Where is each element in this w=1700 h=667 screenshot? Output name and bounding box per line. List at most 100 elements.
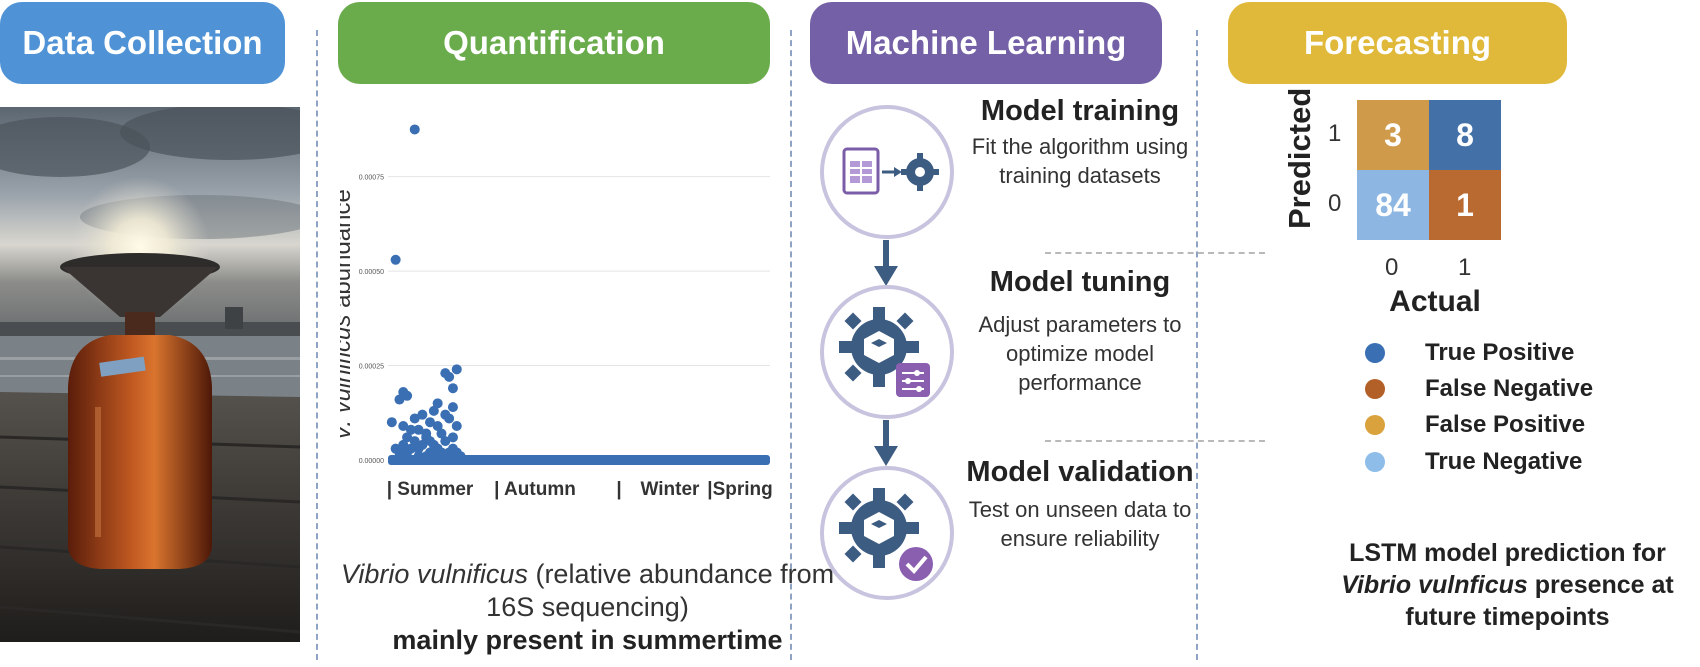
y-tick-label: 0.00075 xyxy=(359,175,384,182)
forecast-caption-rest: presence at future timepoints xyxy=(1405,571,1674,631)
data-point xyxy=(409,436,420,447)
data-point xyxy=(447,402,458,413)
header-quantification: Quantification xyxy=(338,2,770,84)
tuning-step-circle xyxy=(820,285,954,419)
confusion-matrix-ylabel: Predicted xyxy=(1282,87,1317,229)
y-axis-label-species: V. vulnificus xyxy=(340,315,356,441)
col-tick-1: 1 xyxy=(1458,254,1472,281)
legend-true-negative: True Negative xyxy=(1365,446,1582,478)
ml-divider-2 xyxy=(1045,440,1265,442)
data-point xyxy=(444,413,455,424)
ml-divider-1 xyxy=(1045,252,1265,254)
confusion-matrix-xlabel: Actual xyxy=(1389,285,1481,318)
data-point xyxy=(432,421,443,431)
cm-cell-true-negative: 84 xyxy=(1357,170,1429,240)
header-machine-learning: Machine Learning xyxy=(810,2,1162,84)
legend-label: True Positive xyxy=(1425,339,1575,366)
season-label: | Autumn xyxy=(494,479,576,500)
legend-label: False Positive xyxy=(1425,411,1586,438)
header-label: Machine Learning xyxy=(845,24,1127,61)
header-forecasting: Forecasting xyxy=(1228,2,1567,84)
data-point xyxy=(386,417,397,428)
header-label: Quantification xyxy=(443,24,665,61)
ml-step-training-desc: Fit the algorithm using training dataset… xyxy=(971,134,1189,188)
ml-step-validation-desc: Test on unseen data to ensure reliabilit… xyxy=(968,497,1192,551)
data-point xyxy=(402,432,413,443)
spreadsheet-to-gear-icon xyxy=(842,147,939,195)
ml-step-tuning-title: Model tuning xyxy=(989,266,1171,298)
gear-sliders-icon xyxy=(839,307,930,397)
y-tick-label: 0.00050 xyxy=(359,269,384,276)
season-label: |Spring xyxy=(707,479,772,500)
data-point xyxy=(440,368,451,379)
data-point xyxy=(432,398,443,409)
data-point xyxy=(451,421,462,431)
quantification-caption: Vibrio vulnificus (relative abundance fr… xyxy=(340,558,835,657)
caption-species: Vibrio vulnificus xyxy=(340,559,528,589)
ml-step-tuning-desc: Adjust parameters to optimize model perf… xyxy=(978,312,1182,395)
data-point xyxy=(394,447,405,458)
data-point xyxy=(425,436,436,447)
data-point xyxy=(413,451,424,462)
validation-step-circle xyxy=(820,466,954,600)
row-tick-1: 1 xyxy=(1328,120,1342,147)
data-point xyxy=(447,432,458,443)
data-point xyxy=(421,451,432,462)
data-point xyxy=(428,447,439,458)
legend-dot xyxy=(1365,415,1385,435)
season-label: | Summer xyxy=(387,479,474,500)
season-label: Winter xyxy=(641,479,701,500)
data-point xyxy=(394,394,405,405)
chart-season-labels: | Summer | Autumn | Winter |Spring xyxy=(387,479,773,500)
sampling-photo xyxy=(0,107,300,642)
data-point xyxy=(417,439,428,450)
data-point xyxy=(405,424,416,435)
data-point xyxy=(402,390,413,401)
header-data-collection: Data Collection xyxy=(0,2,285,84)
cm-cell-false-negative: 1 xyxy=(1429,170,1501,240)
caption-emphasis: mainly present in summertime xyxy=(392,625,783,655)
header-label: Data Collection xyxy=(22,24,263,61)
zero-abundance-baseline xyxy=(388,455,770,465)
y-tick-label: 0.00000 xyxy=(359,458,384,465)
separator-2 xyxy=(790,30,792,660)
data-point xyxy=(398,439,409,450)
separator-3 xyxy=(1196,30,1198,660)
legend-false-negative: False Negative xyxy=(1365,373,1593,405)
chart-points xyxy=(386,124,466,462)
forecast-caption-line1: LSTM model prediction for xyxy=(1349,539,1666,567)
data-point xyxy=(447,383,458,394)
cm-cell-false-positive: 3 xyxy=(1357,100,1429,170)
data-point xyxy=(417,409,428,420)
data-point xyxy=(421,428,432,439)
data-point xyxy=(451,364,462,375)
header-label: Forecasting xyxy=(1303,24,1492,61)
season-label: | xyxy=(616,479,621,500)
legend-dot xyxy=(1365,343,1385,363)
y-axis-label: V. vulnificus abundance xyxy=(340,189,356,441)
legend-true-positive: True Positive xyxy=(1365,337,1574,369)
cm-cell-true-positive: 8 xyxy=(1429,100,1501,170)
legend-dot xyxy=(1365,452,1385,472)
data-point xyxy=(428,405,439,416)
data-point xyxy=(455,451,466,462)
y-axis-label-rest: abundance xyxy=(340,189,356,314)
data-point xyxy=(440,436,451,447)
col-tick-0: 0 xyxy=(1385,254,1399,281)
legend-dot xyxy=(1365,379,1385,399)
data-point xyxy=(413,424,424,435)
legend-label: True Negative xyxy=(1425,448,1583,475)
caption-description: (relative abundance from 16S sequencing) xyxy=(486,559,835,622)
forecast-caption-species: Vibrio vulnficus xyxy=(1341,571,1528,599)
ml-pipeline-icons xyxy=(874,240,898,466)
data-point xyxy=(425,417,436,428)
data-point xyxy=(409,124,420,135)
data-point xyxy=(405,443,416,454)
data-point xyxy=(436,451,447,462)
data-point xyxy=(409,413,420,424)
data-point xyxy=(436,428,447,439)
data-point xyxy=(398,421,409,431)
row-tick-0: 0 xyxy=(1328,190,1342,217)
data-point xyxy=(390,254,401,265)
